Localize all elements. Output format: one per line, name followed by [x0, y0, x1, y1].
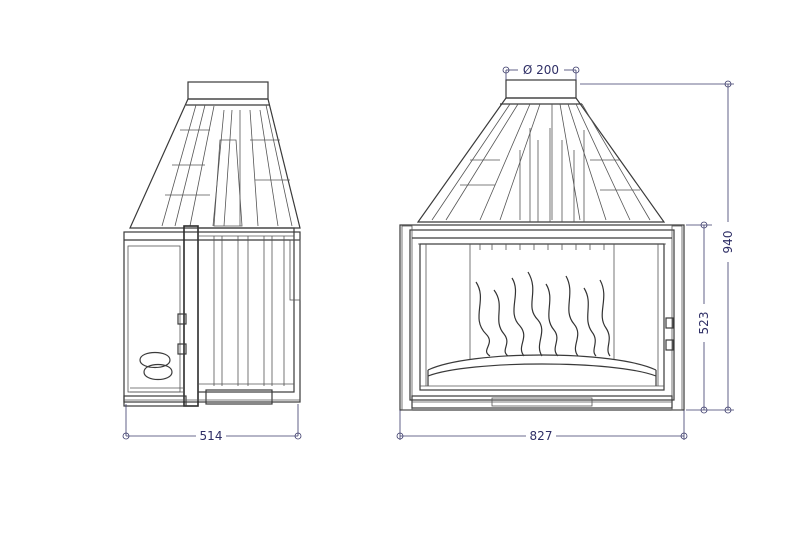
opening-height-label: 523: [697, 312, 711, 335]
side-view: [123, 81, 301, 407]
dimension-total-height: 940: [580, 80, 735, 414]
dimension-flue-diameter: Ø 200: [502, 63, 580, 80]
total-height-label: 940: [721, 231, 735, 254]
flue-diameter-label: Ø 200: [523, 63, 559, 77]
dimension-opening-height: 523: [686, 221, 712, 414]
side-depth-label: 514: [200, 429, 223, 443]
flames-drawing: [475, 271, 611, 357]
dimension-side-depth: 514: [122, 404, 302, 443]
dimension-front-width: 827: [396, 410, 688, 443]
front-view: [399, 79, 685, 411]
front-width-label: 827: [530, 429, 553, 443]
